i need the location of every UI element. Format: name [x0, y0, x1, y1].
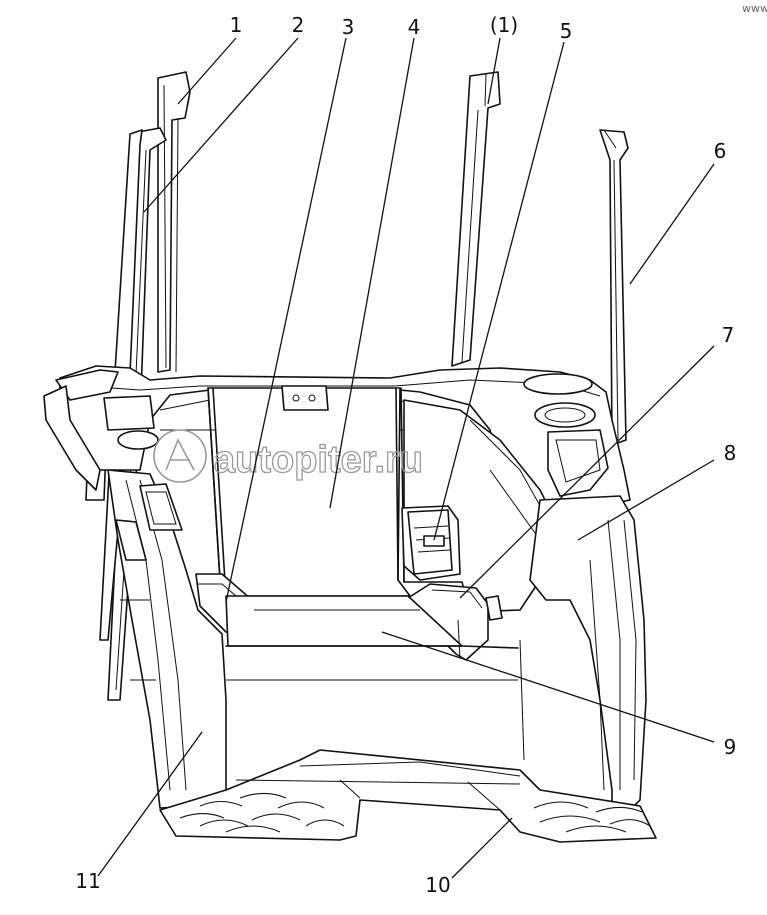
callout-labels: 1 2 3 4 (1) 5 6 7 8 9 10 11: [75, 13, 736, 897]
back-panel: [160, 385, 470, 597]
left-side-trim: [107, 469, 227, 809]
leader-lines: [97, 37, 715, 879]
rear-frame: [43, 365, 631, 507]
right-bracket: [407, 583, 503, 661]
callout-10: 10: [425, 873, 450, 897]
floor-mat: [159, 749, 657, 843]
right-side-trim: [519, 495, 647, 813]
callout-8: 8: [724, 441, 737, 465]
leader-8: [577, 459, 715, 541]
watermark-logo: [153, 429, 207, 483]
floor-shelf: [225, 595, 519, 681]
leader-7: [459, 345, 715, 599]
callout-7: 7: [722, 323, 735, 347]
corner-url: www.autopiter.ru: [742, 2, 767, 15]
pillar-trim-1-right: [451, 71, 501, 367]
pillar-trim-1: [157, 71, 191, 373]
leader-4: [329, 37, 415, 509]
leader-6: [629, 163, 715, 285]
leader-2: [143, 37, 299, 213]
right-tread: [533, 801, 651, 833]
leader-3: [225, 37, 347, 603]
callout-4: 4: [408, 15, 421, 39]
watermark-text: autopiter.ru: [214, 439, 423, 481]
callout-p1: (1): [490, 13, 518, 37]
leader-10: [451, 817, 513, 879]
callout-2: 2: [292, 13, 305, 37]
callout-6: 6: [714, 139, 727, 163]
callout-9: 9: [724, 735, 737, 759]
watermark: autopiter.ru: [153, 429, 424, 483]
leader-1: [177, 37, 237, 105]
pillar-trim-6: [599, 129, 629, 446]
leader-9: [381, 631, 715, 743]
right-inner-wall: [401, 399, 561, 613]
callout-1: 1: [230, 13, 243, 37]
leader-p1: [487, 37, 501, 105]
leader-5: [433, 41, 565, 541]
left-tread: [179, 792, 345, 833]
callout-3: 3: [342, 15, 355, 39]
leader-11: [97, 731, 203, 877]
callout-5: 5: [560, 19, 573, 43]
callout-11: 11: [75, 869, 100, 893]
